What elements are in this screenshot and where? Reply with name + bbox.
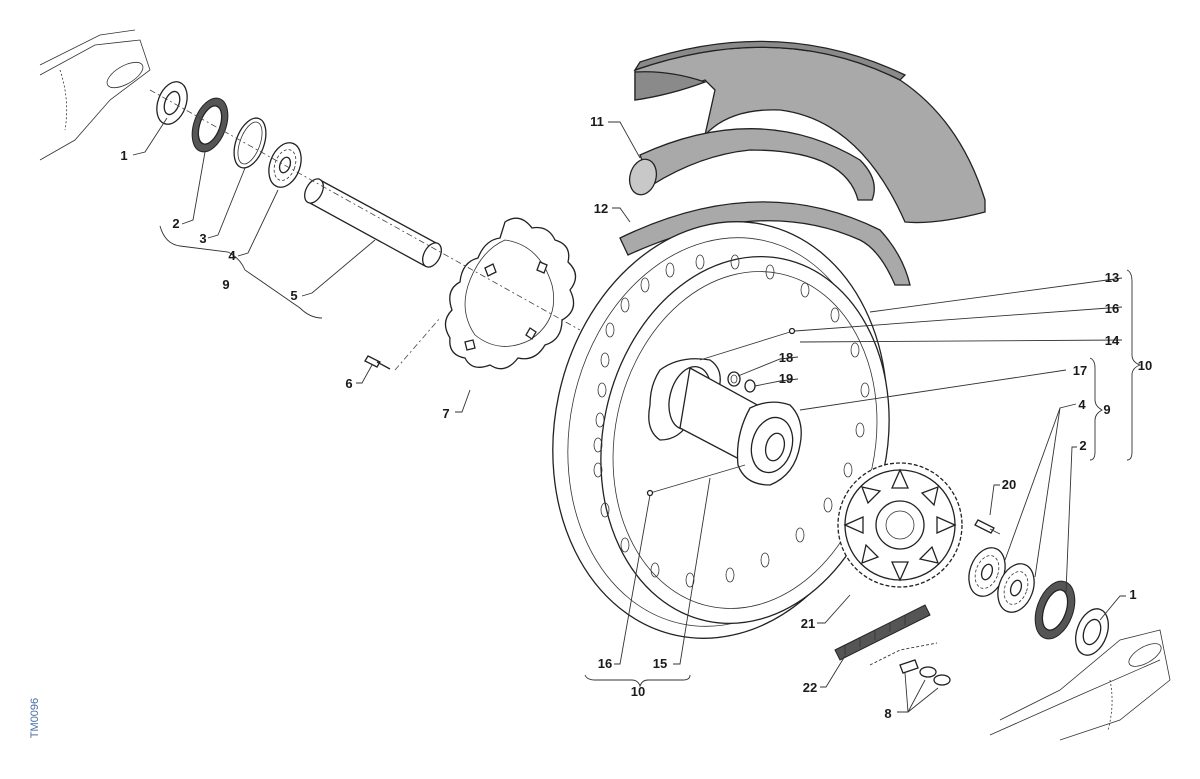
chain-link-8 (899, 659, 951, 686)
callout-4-left: 4 (228, 248, 236, 263)
seal-1-right (1075, 608, 1109, 656)
callout-1-left: 1 (120, 148, 127, 163)
callout-9-left: 9 (222, 277, 229, 292)
nipple-14 (788, 327, 796, 335)
tyre (633, 40, 986, 224)
callout-2-left: 2 (172, 216, 179, 231)
callout-11: 11 (590, 114, 604, 129)
callout-17: 17 (1073, 363, 1087, 378)
spoke-16-15 (646, 464, 746, 497)
leader-lines (132, 117, 1142, 713)
callout-5: 5 (290, 288, 297, 303)
drawing-code: TM0096 (29, 698, 41, 738)
callout-10-right: 10 (1138, 358, 1152, 373)
sprocket-21 (837, 462, 963, 588)
callout-9-right: 9 (1103, 402, 1110, 417)
callout-18: 18 (779, 350, 793, 365)
spacer-tube-5 (304, 178, 442, 268)
callout-20: 20 (1002, 477, 1016, 492)
wheel-hub (648, 358, 802, 486)
callout-1-right: 1 (1129, 587, 1136, 602)
circlip-3 (233, 117, 267, 169)
callout-7: 7 (442, 406, 449, 421)
bearing-4-right-a (968, 547, 1006, 597)
swingarm-left (39, 29, 151, 161)
callout-13: 13 (1105, 270, 1119, 285)
callout-22: 22 (803, 680, 817, 695)
spacer-ring-2-left (191, 97, 229, 153)
spoke-16-upper (699, 331, 791, 361)
callout-15: 15 (653, 656, 667, 671)
bearing-4-right-b (997, 563, 1035, 613)
bolt-20 (974, 519, 1001, 535)
drive-chain-22 (834, 604, 931, 661)
spacer-ring-2-right (1034, 580, 1076, 640)
inner-tube-11 (628, 128, 875, 201)
callout-8: 8 (884, 706, 891, 721)
callout-12: 12 (594, 201, 608, 216)
callout-labels: 1 2 3 4 9 5 6 7 11 12 13 16 14 18 19 17 … (120, 114, 1152, 721)
callout-19: 19 (779, 371, 793, 386)
callout-6: 6 (345, 376, 352, 391)
washer-19 (744, 379, 756, 393)
callout-4-right: 4 (1078, 397, 1086, 412)
rim-spoke-holes (593, 254, 870, 588)
bolt-6 (364, 355, 391, 370)
brake-disc-7 (444, 217, 577, 370)
rim-band-12 (619, 201, 911, 286)
callout-2-right: 2 (1079, 438, 1086, 453)
seal-1-left (156, 81, 188, 125)
callout-21: 21 (801, 616, 815, 631)
swingarm-right (989, 629, 1171, 741)
callout-10-lower: 10 (631, 684, 645, 699)
nut-18 (727, 371, 741, 387)
callout-16-lower: 16 (598, 656, 612, 671)
callout-14: 14 (1105, 333, 1120, 348)
callout-16-upper: 16 (1105, 301, 1119, 316)
callout-3: 3 (199, 231, 206, 246)
